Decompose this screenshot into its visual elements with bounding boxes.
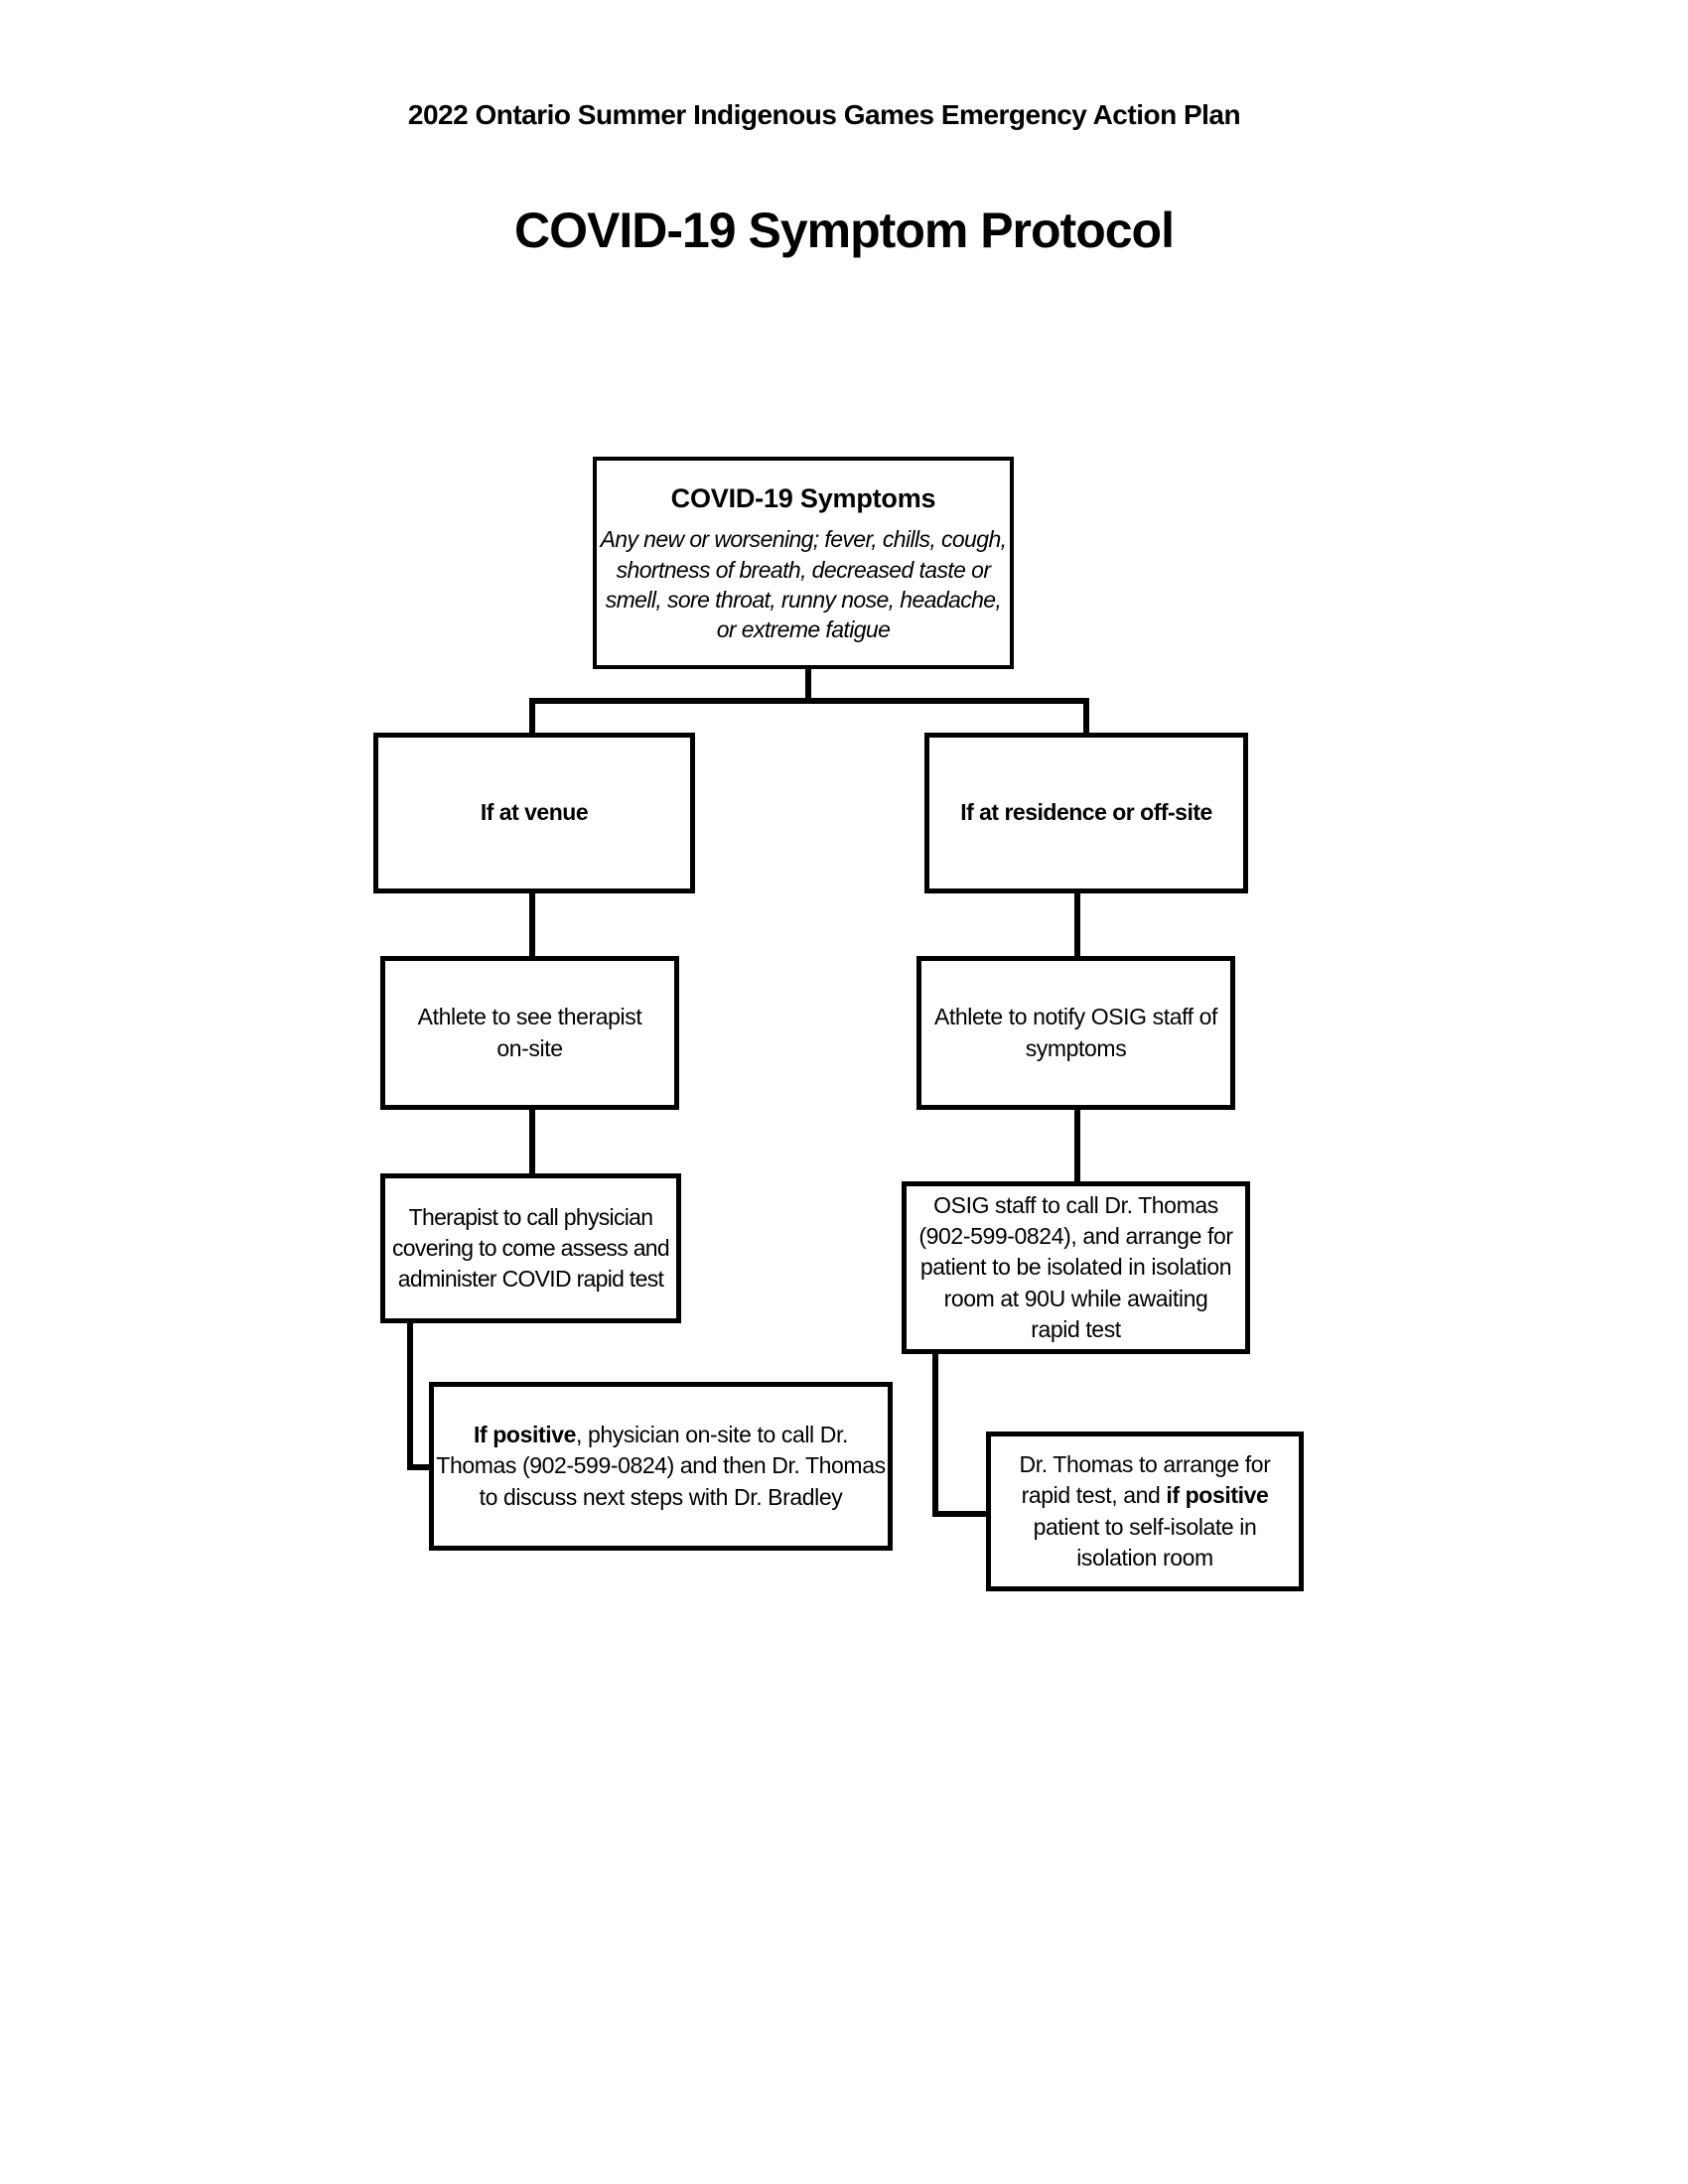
dr-thomas-bold: if positive xyxy=(1166,1482,1269,1509)
connector-venue-to-athlete xyxy=(529,890,535,959)
flow-node-if-at-residence: If at residence or off-site xyxy=(924,733,1248,893)
connector-branch-right-down xyxy=(1083,698,1089,736)
osig-call-dr-thomas-text: OSIG staff to call Dr. Thomas (902-599-0… xyxy=(918,1191,1233,1342)
flow-node-athlete-see-therapist: Athlete to see therapist on-site xyxy=(380,956,679,1110)
flow-node-if-positive-venue: If positive, physician on-site to call D… xyxy=(429,1382,893,1551)
flow-node-dr-thomas-arrange: Dr. Thomas to arrange for rapid test, an… xyxy=(986,1432,1304,1591)
page-title: COVID-19 Symptom Protocol xyxy=(514,203,1175,258)
flow-node-therapist-call-physician: Therapist to call physician covering to … xyxy=(380,1173,681,1323)
connector-therapist-elbow-right xyxy=(407,1464,433,1470)
flow-node-if-at-venue: If at venue xyxy=(373,733,695,893)
connector-athlete-to-osig xyxy=(1074,1107,1080,1184)
dr-thomas-arrange-text: Dr. Thomas to arrange for rapid test, an… xyxy=(993,1449,1297,1573)
athlete-see-therapist-text: Athlete to see therapist on-site xyxy=(417,1004,642,1061)
connector-osig-elbow-right xyxy=(932,1511,990,1517)
dr-thomas-before: Dr. Thomas to arrange for rapid test, an… xyxy=(1019,1450,1271,1509)
connector-symptoms-down xyxy=(805,666,811,702)
flow-node-osig-call-dr-thomas: OSIG staff to call Dr. Thomas (902-599-0… xyxy=(902,1181,1250,1354)
if-at-venue-label: If at venue xyxy=(480,799,589,826)
dr-thomas-after: patient to self-isolate in isolation roo… xyxy=(1033,1513,1257,1570)
if-positive-venue-text: If positive, physician on-site to call D… xyxy=(436,1420,886,1513)
flow-node-athlete-notify-staff: Athlete to notify OSIG staff of symptoms xyxy=(916,956,1235,1110)
connector-osig-elbow-down xyxy=(932,1352,938,1517)
if-positive-bold: If positive xyxy=(474,1422,576,1448)
flow-node-covid-symptoms: COVID-19 Symptoms Any new or worsening; … xyxy=(593,457,1014,669)
symptoms-heading: COVID-19 Symptoms xyxy=(670,483,936,514)
connector-branch-horizontal xyxy=(529,698,1089,704)
if-positive-rest: , physician on-site to call Dr. Thomas (… xyxy=(436,1422,886,1510)
connector-therapist-elbow-down xyxy=(407,1321,413,1470)
connector-branch-left-down xyxy=(529,698,535,736)
if-at-residence-label: If at residence or off-site xyxy=(960,799,1212,826)
document-header: 2022 Ontario Summer Indigenous Games Eme… xyxy=(407,99,1241,130)
symptoms-description: Any new or worsening; fever, chills, cou… xyxy=(600,526,1007,643)
therapist-call-physician-text: Therapist to call physician covering to … xyxy=(392,1203,670,1293)
athlete-notify-staff-text: Athlete to notify OSIG staff of symptoms xyxy=(933,1004,1218,1061)
connector-athlete-to-therapist xyxy=(529,1107,535,1176)
connector-residence-to-athlete xyxy=(1074,890,1080,959)
